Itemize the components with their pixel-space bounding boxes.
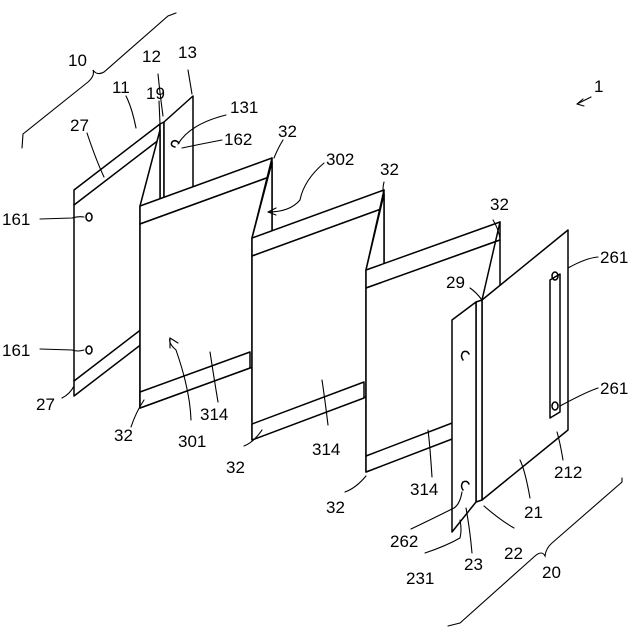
label-32-a: 32 xyxy=(278,122,297,141)
label-27-top: 27 xyxy=(70,116,89,135)
label-29: 29 xyxy=(446,273,465,292)
label-32-d: 32 xyxy=(114,426,133,445)
bracket-10 xyxy=(22,13,176,148)
label-23: 23 xyxy=(464,555,483,574)
label-32-b: 32 xyxy=(380,160,399,179)
label-27-bottom: 27 xyxy=(36,395,55,414)
label-161-bottom: 161 xyxy=(2,341,30,360)
label-314-b: 314 xyxy=(312,440,340,459)
label-32-e: 32 xyxy=(226,458,245,477)
label-20: 20 xyxy=(542,563,561,582)
label-10: 10 xyxy=(68,51,87,70)
label-131: 131 xyxy=(230,98,258,117)
label-231: 231 xyxy=(406,569,434,588)
label-32-f: 32 xyxy=(326,498,345,517)
label-302: 302 xyxy=(326,150,354,169)
label-22: 22 xyxy=(504,544,523,563)
label-12: 12 xyxy=(142,47,161,66)
side-strip-212 xyxy=(550,274,560,418)
label-301: 301 xyxy=(178,432,206,451)
label-161-top: 161 xyxy=(2,210,30,229)
label-261-bottom: 261 xyxy=(600,379,628,398)
label-19: 19 xyxy=(146,84,165,103)
front-panel-23 xyxy=(452,302,476,532)
label-162: 162 xyxy=(224,130,252,149)
label-32-c: 32 xyxy=(490,195,509,214)
label-314-a: 314 xyxy=(200,405,228,424)
label-314-c: 314 xyxy=(410,480,438,499)
label-11: 11 xyxy=(112,78,130,97)
label-261-top: 261 xyxy=(600,248,628,267)
label-21: 21 xyxy=(524,503,543,522)
label-1: 1 xyxy=(594,77,603,96)
label-212: 212 xyxy=(554,463,582,482)
label-262: 262 xyxy=(390,532,418,551)
label-13: 13 xyxy=(178,43,197,62)
front-panel-22 xyxy=(476,300,482,502)
